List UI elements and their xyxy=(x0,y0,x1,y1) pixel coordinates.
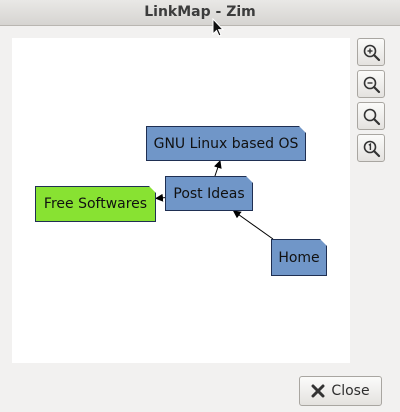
zoom-fit-icon xyxy=(363,108,381,126)
edge-home-to-post xyxy=(232,210,274,240)
zoom-in-icon xyxy=(363,44,381,62)
zoom-out-icon xyxy=(363,76,381,94)
node-free-softwares[interactable]: Free Softwares xyxy=(35,186,156,222)
link-map-canvas[interactable]: GNU Linux based OS Post Ideas Free Softw… xyxy=(12,38,350,363)
zoom-toolbar xyxy=(357,38,387,166)
close-button[interactable]: Close xyxy=(299,376,382,406)
window-title: LinkMap - Zim xyxy=(144,4,256,20)
edge-post-to-free xyxy=(155,193,166,202)
zoom-original-button[interactable] xyxy=(357,134,385,162)
zoom-out-button[interactable] xyxy=(357,70,385,98)
close-button-label: Close xyxy=(331,383,370,399)
mouse-cursor-icon xyxy=(212,18,224,37)
window-titlebar[interactable]: LinkMap - Zim xyxy=(0,0,400,37)
zoom-fit-button[interactable] xyxy=(357,102,385,130)
zoom-in-button[interactable] xyxy=(357,38,385,66)
node-post-ideas[interactable]: Post Ideas xyxy=(165,176,253,211)
link-map-edges xyxy=(155,160,274,240)
edge-post-to-gnu xyxy=(214,160,222,177)
node-gnu-linux-based-os[interactable]: GNU Linux based OS xyxy=(146,126,306,161)
zoom-original-icon xyxy=(363,140,381,158)
close-icon xyxy=(311,384,325,398)
node-home[interactable]: Home xyxy=(271,239,327,276)
